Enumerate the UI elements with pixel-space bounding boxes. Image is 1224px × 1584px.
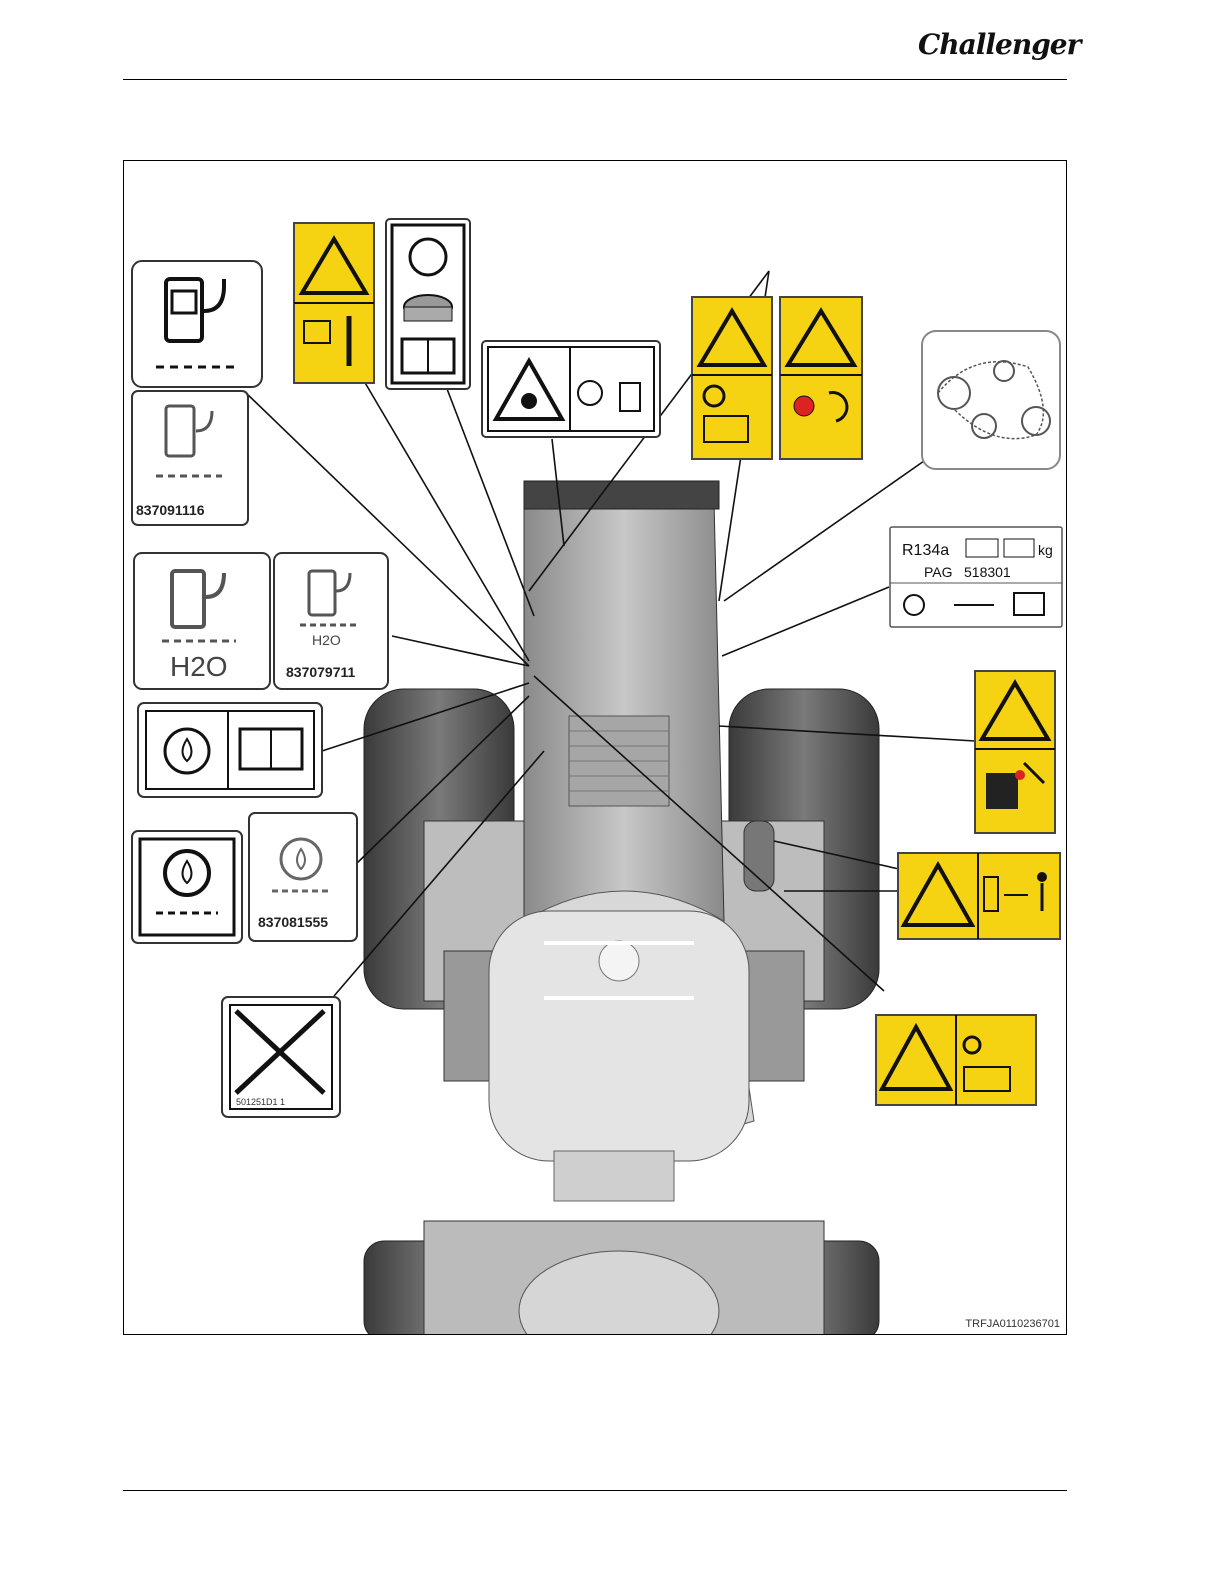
- decal-fuel-large: [132, 261, 262, 387]
- decal-pinch-manual: [876, 1015, 1036, 1105]
- decal-keep-distance: [898, 853, 1060, 939]
- header-rule: [123, 79, 1067, 80]
- footer-rule: [123, 1490, 1067, 1491]
- decal-oil: 837081555: [249, 813, 357, 941]
- brand-logo: Challenger: [918, 28, 1068, 76]
- oil-part-number: 837081555: [258, 914, 328, 930]
- fuel-water-part-number: 837079711: [286, 664, 356, 680]
- decal-location-figure: 837091116 H2O H2O 837079711: [123, 160, 1067, 1335]
- water-symbol-large: H2O: [170, 651, 228, 682]
- refrigerant-oil: PAG: [924, 564, 953, 580]
- decal-refrigerant: R134a kg PAG 518301: [890, 527, 1062, 627]
- decal-fuel-small: 837091116: [132, 391, 248, 525]
- decal-fan-warning-left: [692, 297, 772, 459]
- decal-fuel-water: H2O 837079711: [274, 553, 388, 689]
- refrigerant-oil-code: 518301: [964, 564, 1011, 580]
- refrigerant-gas: R134a: [902, 542, 949, 559]
- decal-fan-warning-right: [780, 297, 862, 459]
- decal-oil-large: [132, 831, 242, 943]
- no-step-code: 501251D1 1: [236, 1097, 285, 1107]
- decal-no-step: 501251D1 1: [222, 997, 340, 1117]
- tractor: [364, 481, 879, 1335]
- decal-air-filter: [386, 219, 470, 389]
- figure-reference-code: TRFJA0110236701: [963, 1318, 1062, 1330]
- tractor-illustration: 837091116 H2O H2O 837079711: [124, 161, 1067, 1335]
- decal-oil-manual: [138, 703, 322, 797]
- decal-fuel-water-large: H2O: [134, 553, 270, 689]
- decal-hot-surface: [294, 223, 374, 383]
- refrigerant-unit: kg: [1038, 542, 1053, 558]
- decal-belt-routing: [922, 331, 1060, 469]
- decal-starting-fluid: [482, 341, 660, 437]
- water-symbol: H2O: [312, 632, 341, 648]
- fuel-small-part-number: 837091116: [136, 502, 205, 518]
- decal-rollover-battery: [975, 671, 1055, 833]
